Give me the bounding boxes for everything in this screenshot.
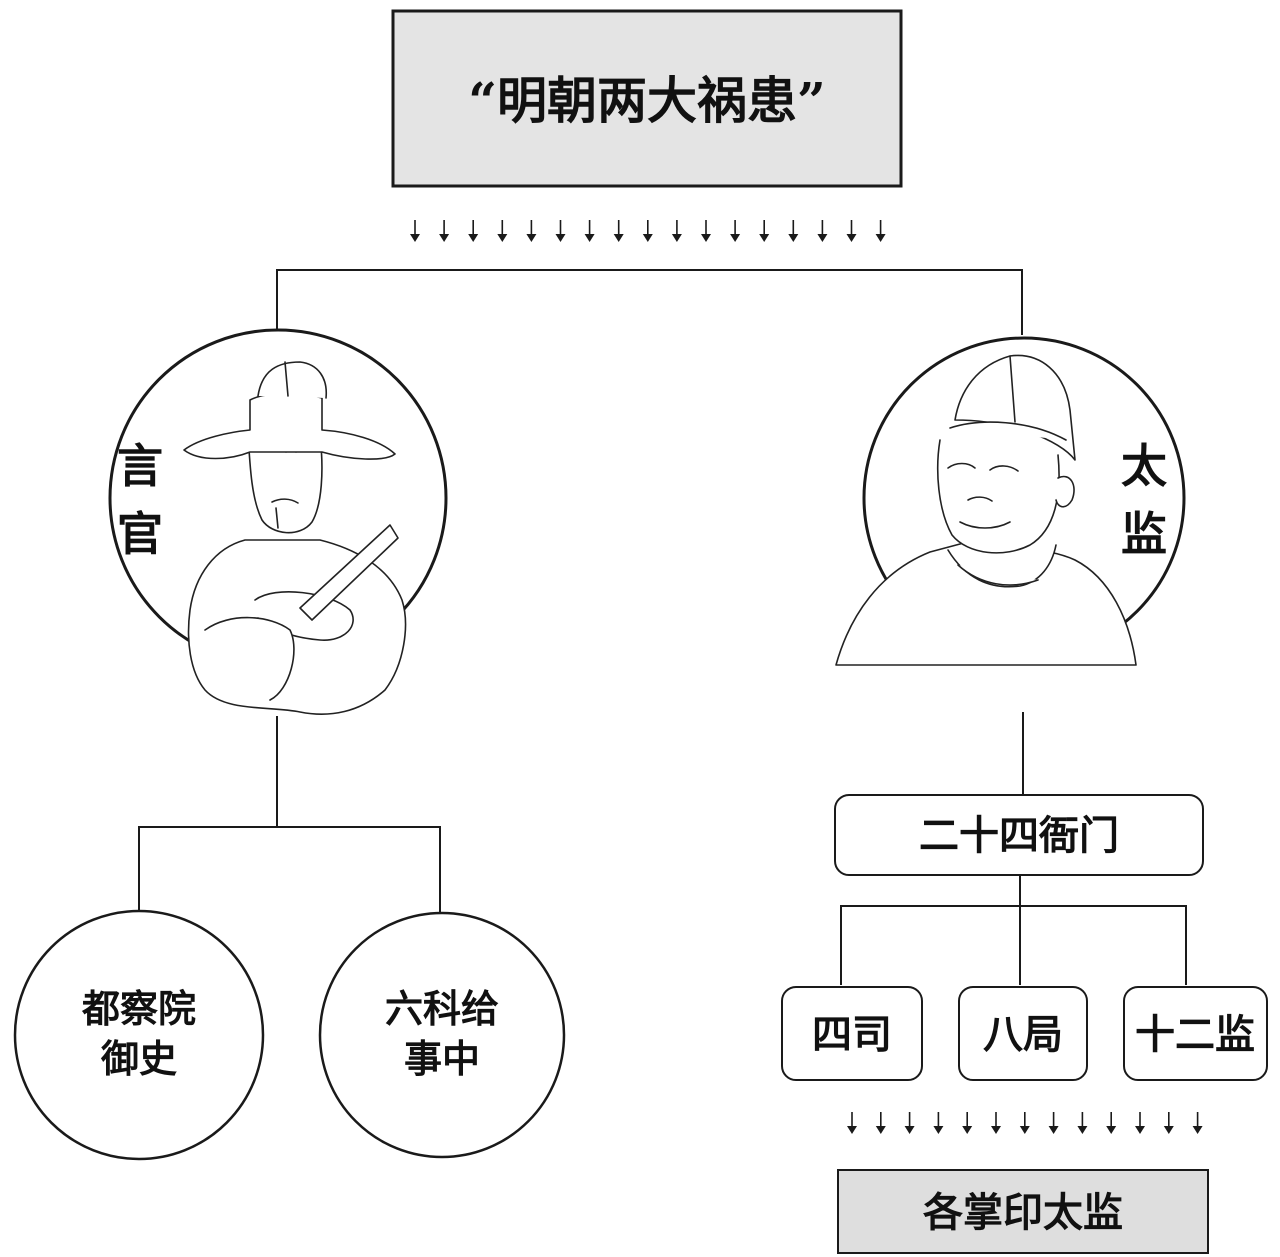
down-arrow-icon (875, 220, 886, 242)
down-arrow-icon (468, 220, 479, 242)
sisi-box: 四司 (781, 986, 923, 1081)
title-box: “明朝两大祸患” (391, 9, 903, 188)
yamen-box: 二十四衙门 (834, 794, 1204, 876)
liuke-line1: 六科给 (385, 986, 499, 1031)
baju-box: 八局 (958, 986, 1088, 1081)
down-arrow-icon (613, 220, 624, 242)
result-text: 各掌印太监 (923, 1189, 1123, 1236)
main-connector (276, 269, 1023, 335)
shierjian-box: 十二监 (1123, 986, 1268, 1081)
title-text: “明朝两大祸患” (468, 71, 826, 130)
down-arrow-icon (642, 220, 653, 242)
yamen-text: 二十四衙门 (919, 812, 1119, 859)
down-arrow-icon (439, 220, 450, 242)
down-arrow-icon (759, 220, 770, 242)
down-arrow-icon (584, 220, 595, 242)
down-arrow-icon (671, 220, 682, 242)
censor-label-line2: 官 (117, 507, 163, 561)
sisi-text: 四司 (812, 1011, 892, 1058)
duchayuan-line1: 都察院 (81, 986, 196, 1031)
censor-connector (138, 716, 441, 912)
down-arrow-icon (933, 1112, 944, 1134)
down-arrow-icon (1135, 1112, 1145, 1134)
eunuch-label-line1: 太 (1121, 439, 1167, 493)
duchayuan-line2: 御史 (100, 1036, 177, 1081)
down-arrow-icon (904, 1112, 915, 1134)
top-arrow-row (410, 220, 886, 242)
down-arrow-icon (555, 220, 566, 242)
censor-circle-node: 言 官 (108, 328, 448, 715)
duchayuan-circle-node: 都察院 御史 (13, 909, 265, 1161)
eunuch-connector (840, 712, 1187, 985)
eunuch-label-line2: 监 (1121, 507, 1167, 561)
down-arrow-icon (526, 220, 537, 242)
down-arrow-icon (1048, 1112, 1059, 1134)
down-arrow-icon (788, 220, 799, 242)
down-arrow-icon (846, 220, 857, 242)
censor-label-line1: 言 (117, 439, 163, 493)
down-arrow-icon (497, 220, 508, 242)
down-arrow-icon (701, 220, 711, 242)
down-arrow-icon (991, 1112, 1001, 1134)
down-arrow-icon (1192, 1112, 1203, 1134)
down-arrow-icon (1019, 1112, 1030, 1134)
eunuch-circle-node: 太 监 (835, 336, 1186, 666)
down-arrow-icon (847, 1112, 857, 1134)
down-arrow-icon (962, 1112, 973, 1134)
eunuch-portrait-icon (835, 354, 1137, 666)
censor-official-portrait-icon (183, 361, 407, 715)
liuke-line2: 事中 (404, 1036, 480, 1081)
down-arrow-icon (410, 220, 420, 242)
baju-text: 八局 (983, 1011, 1063, 1058)
result-box: 各掌印太监 (837, 1169, 1209, 1254)
down-arrow-icon (1106, 1112, 1117, 1134)
down-arrow-icon (1163, 1112, 1174, 1134)
shierjian-text: 十二监 (1135, 1011, 1255, 1058)
bottom-arrow-row (847, 1112, 1203, 1134)
down-arrow-icon (1077, 1112, 1088, 1134)
liuke-circle-node: 六科给 事中 (318, 911, 566, 1159)
down-arrow-icon (817, 220, 828, 242)
down-arrow-icon (875, 1112, 886, 1134)
down-arrow-icon (730, 220, 741, 242)
